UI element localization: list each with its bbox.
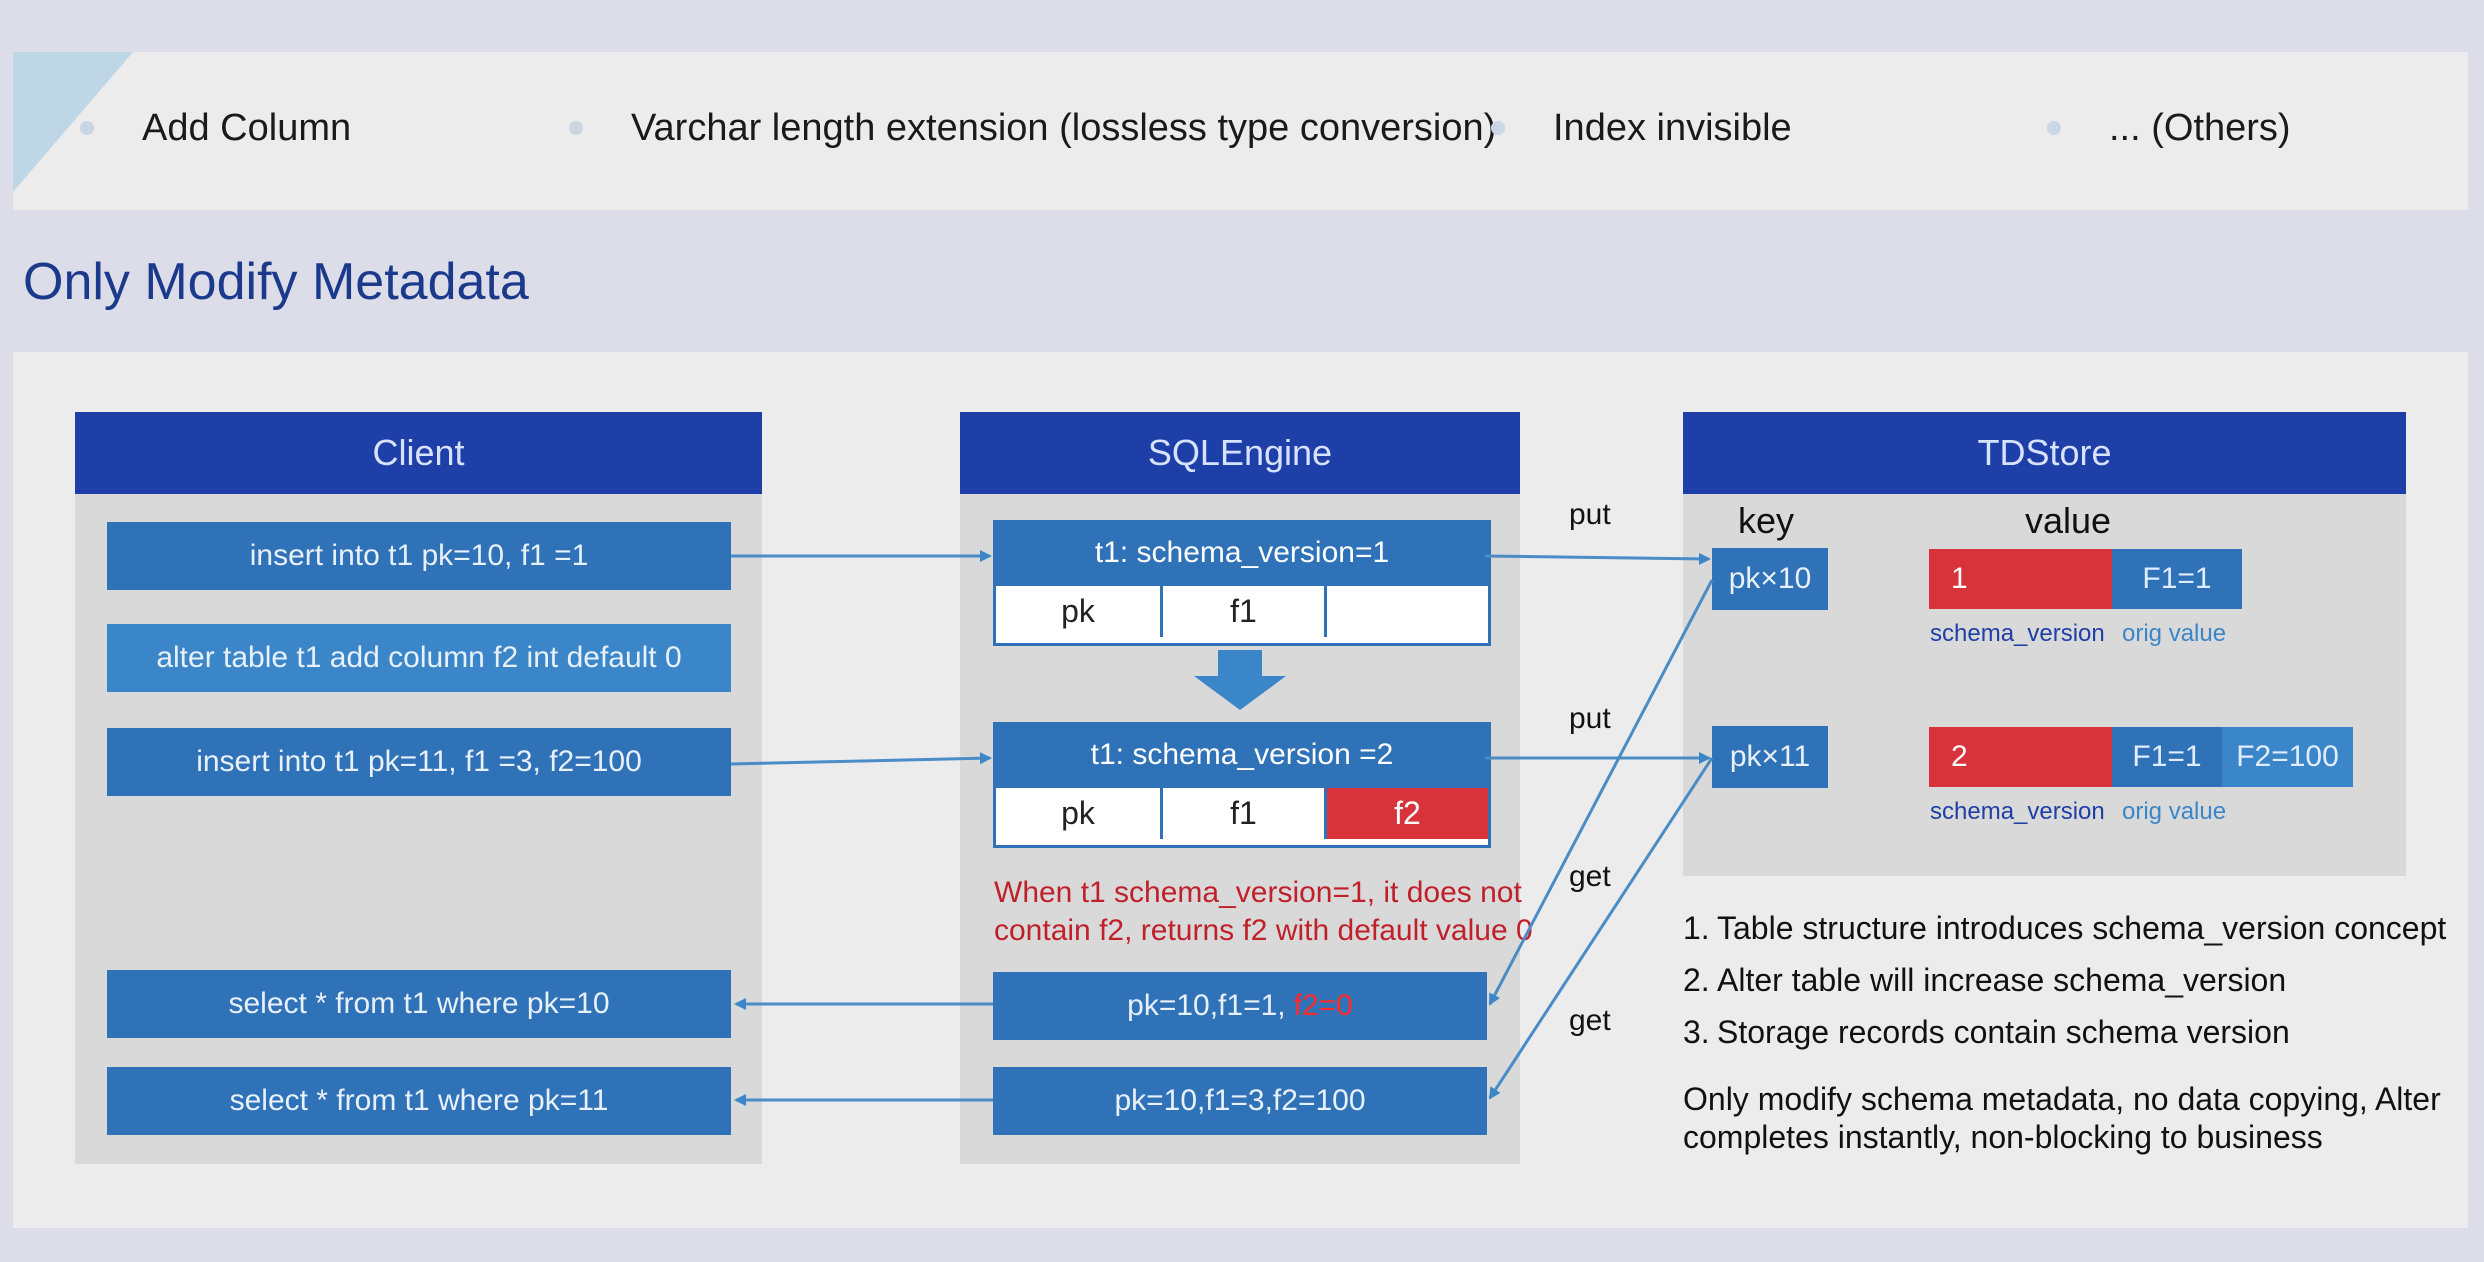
note-line-1: When t1 schema_version=1, it does not (994, 876, 1522, 909)
corner-accent (13, 52, 133, 192)
bullet-icon (569, 121, 583, 135)
caption-orig-value-1: orig value (2122, 620, 2227, 647)
arrow-label-get-1: get (1569, 860, 1611, 893)
key-pk10: pk×10 (1712, 548, 1828, 610)
point-text: Table structure introduces schema_versio… (1717, 909, 2447, 946)
topbar-item-others: ... (Others) (2047, 100, 2291, 156)
topbar-item-label: Add Column (142, 106, 352, 149)
client-cmd-alter: alter table t1 add column f2 int default… (107, 624, 731, 692)
down-arrow-icon (1194, 650, 1286, 710)
list-item: 3.Storage records contain schema version (1683, 1013, 2290, 1050)
schema-v1-table: t1: schema_version=1 pk f1 (993, 520, 1491, 646)
result-1-default: f2=0 (1293, 989, 1353, 1022)
point-text: Storage records contain schema version (1717, 1013, 2290, 1050)
bullet-icon (2047, 121, 2061, 135)
topbar-item-label: Varchar length extension (lossless type … (631, 106, 1497, 149)
value-schema-version-2: 2 (1929, 727, 2112, 787)
tdstore-header: TDStore (1683, 412, 2406, 494)
bullet-icon (1491, 121, 1505, 135)
caption-schema-version-2: schema_version (1930, 798, 2105, 825)
arrow-insert-2-to-engine (730, 752, 992, 766)
page-title: Only Modify Metadata (23, 253, 529, 311)
client-cmd-insert-2: insert into t1 pk=11, f1 =3, f2=100 (107, 728, 731, 796)
arrow-label-put-1: put (1569, 498, 1611, 531)
sqlengine-header: SQLEngine (960, 412, 1520, 494)
topbar-item-varchar: Varchar length extension (lossless type … (569, 100, 1496, 156)
result-row-1: pk=10,f1=1, f2=0 (993, 972, 1487, 1040)
list-item: 1.Table structure introduces schema_vers… (1683, 909, 2447, 946)
default-value-note: When t1 schema_version=1, it does not co… (994, 874, 1533, 950)
schema-v1-col-f1: f1 (1160, 583, 1324, 637)
key-header: key (1738, 500, 1795, 541)
caption-orig-value-2: orig value (2122, 798, 2227, 825)
arrow-put-1 (1484, 552, 1711, 565)
client-cmd-select-1: select * from t1 where pk=10 (107, 970, 731, 1038)
topbar-item-label: ... (Others) (2109, 106, 2291, 149)
value-f2-row2: F2=100 (2222, 727, 2353, 787)
topbar-item-add-column: Add Column (80, 100, 351, 156)
caption-schema-version-1: schema_version (1930, 620, 2105, 647)
value-header: value (2025, 500, 2112, 541)
result-row-2: pk=10,f1=3,f2=100 (993, 1067, 1487, 1135)
client-cmd-select-2: select * from t1 where pk=11 (107, 1067, 731, 1135)
arrow-get-2 (1488, 757, 1714, 1100)
note-line-2: contain f2, returns f2 with default valu… (994, 914, 1533, 947)
schema-v1-title: t1: schema_version=1 (996, 523, 1488, 583)
list-item: 2.Alter table will increase schema_versi… (1683, 961, 2287, 998)
schema-v1-col-pk: pk (996, 583, 1160, 637)
value-f1-row2: F1=1 (2112, 727, 2222, 787)
result-1-text: pk=10,f1=1, (1127, 989, 1286, 1022)
schema-v2-table: t1: schema_version =2 pk f1 f2 (993, 722, 1491, 848)
arrow-label-put-2: put (1569, 702, 1611, 735)
summary-text: Only modify schema metadata, no data cop… (1683, 1081, 2441, 1155)
key-pk11: pk×11 (1712, 726, 1828, 788)
points-list: 1.Table structure introduces schema_vers… (1683, 902, 2446, 1058)
client-header: Client (75, 412, 762, 494)
arrow-label-get-2: get (1569, 1004, 1611, 1037)
point-text: Alter table will increase schema_version (1717, 961, 2287, 998)
topbar-item-label: Index invisible (1553, 106, 1792, 149)
schema-v2-title: t1: schema_version =2 (996, 725, 1488, 785)
bullet-icon (80, 121, 94, 135)
topbar-item-index-invisible: Index invisible (1491, 100, 1792, 156)
arrow-get-1 (1488, 579, 1714, 1006)
schema-v2-col-pk: pk (996, 785, 1160, 839)
value-f1-row1: F1=1 (2112, 549, 2242, 609)
client-cmd-insert-1: insert into t1 pk=10, f1 =1 (107, 522, 731, 590)
schema-v1-col-empty (1324, 583, 1488, 637)
schema-v2-col-f1: f1 (1160, 785, 1324, 839)
schema-v2-col-f2: f2 (1324, 785, 1488, 839)
value-schema-version-1: 1 (1929, 549, 2112, 609)
